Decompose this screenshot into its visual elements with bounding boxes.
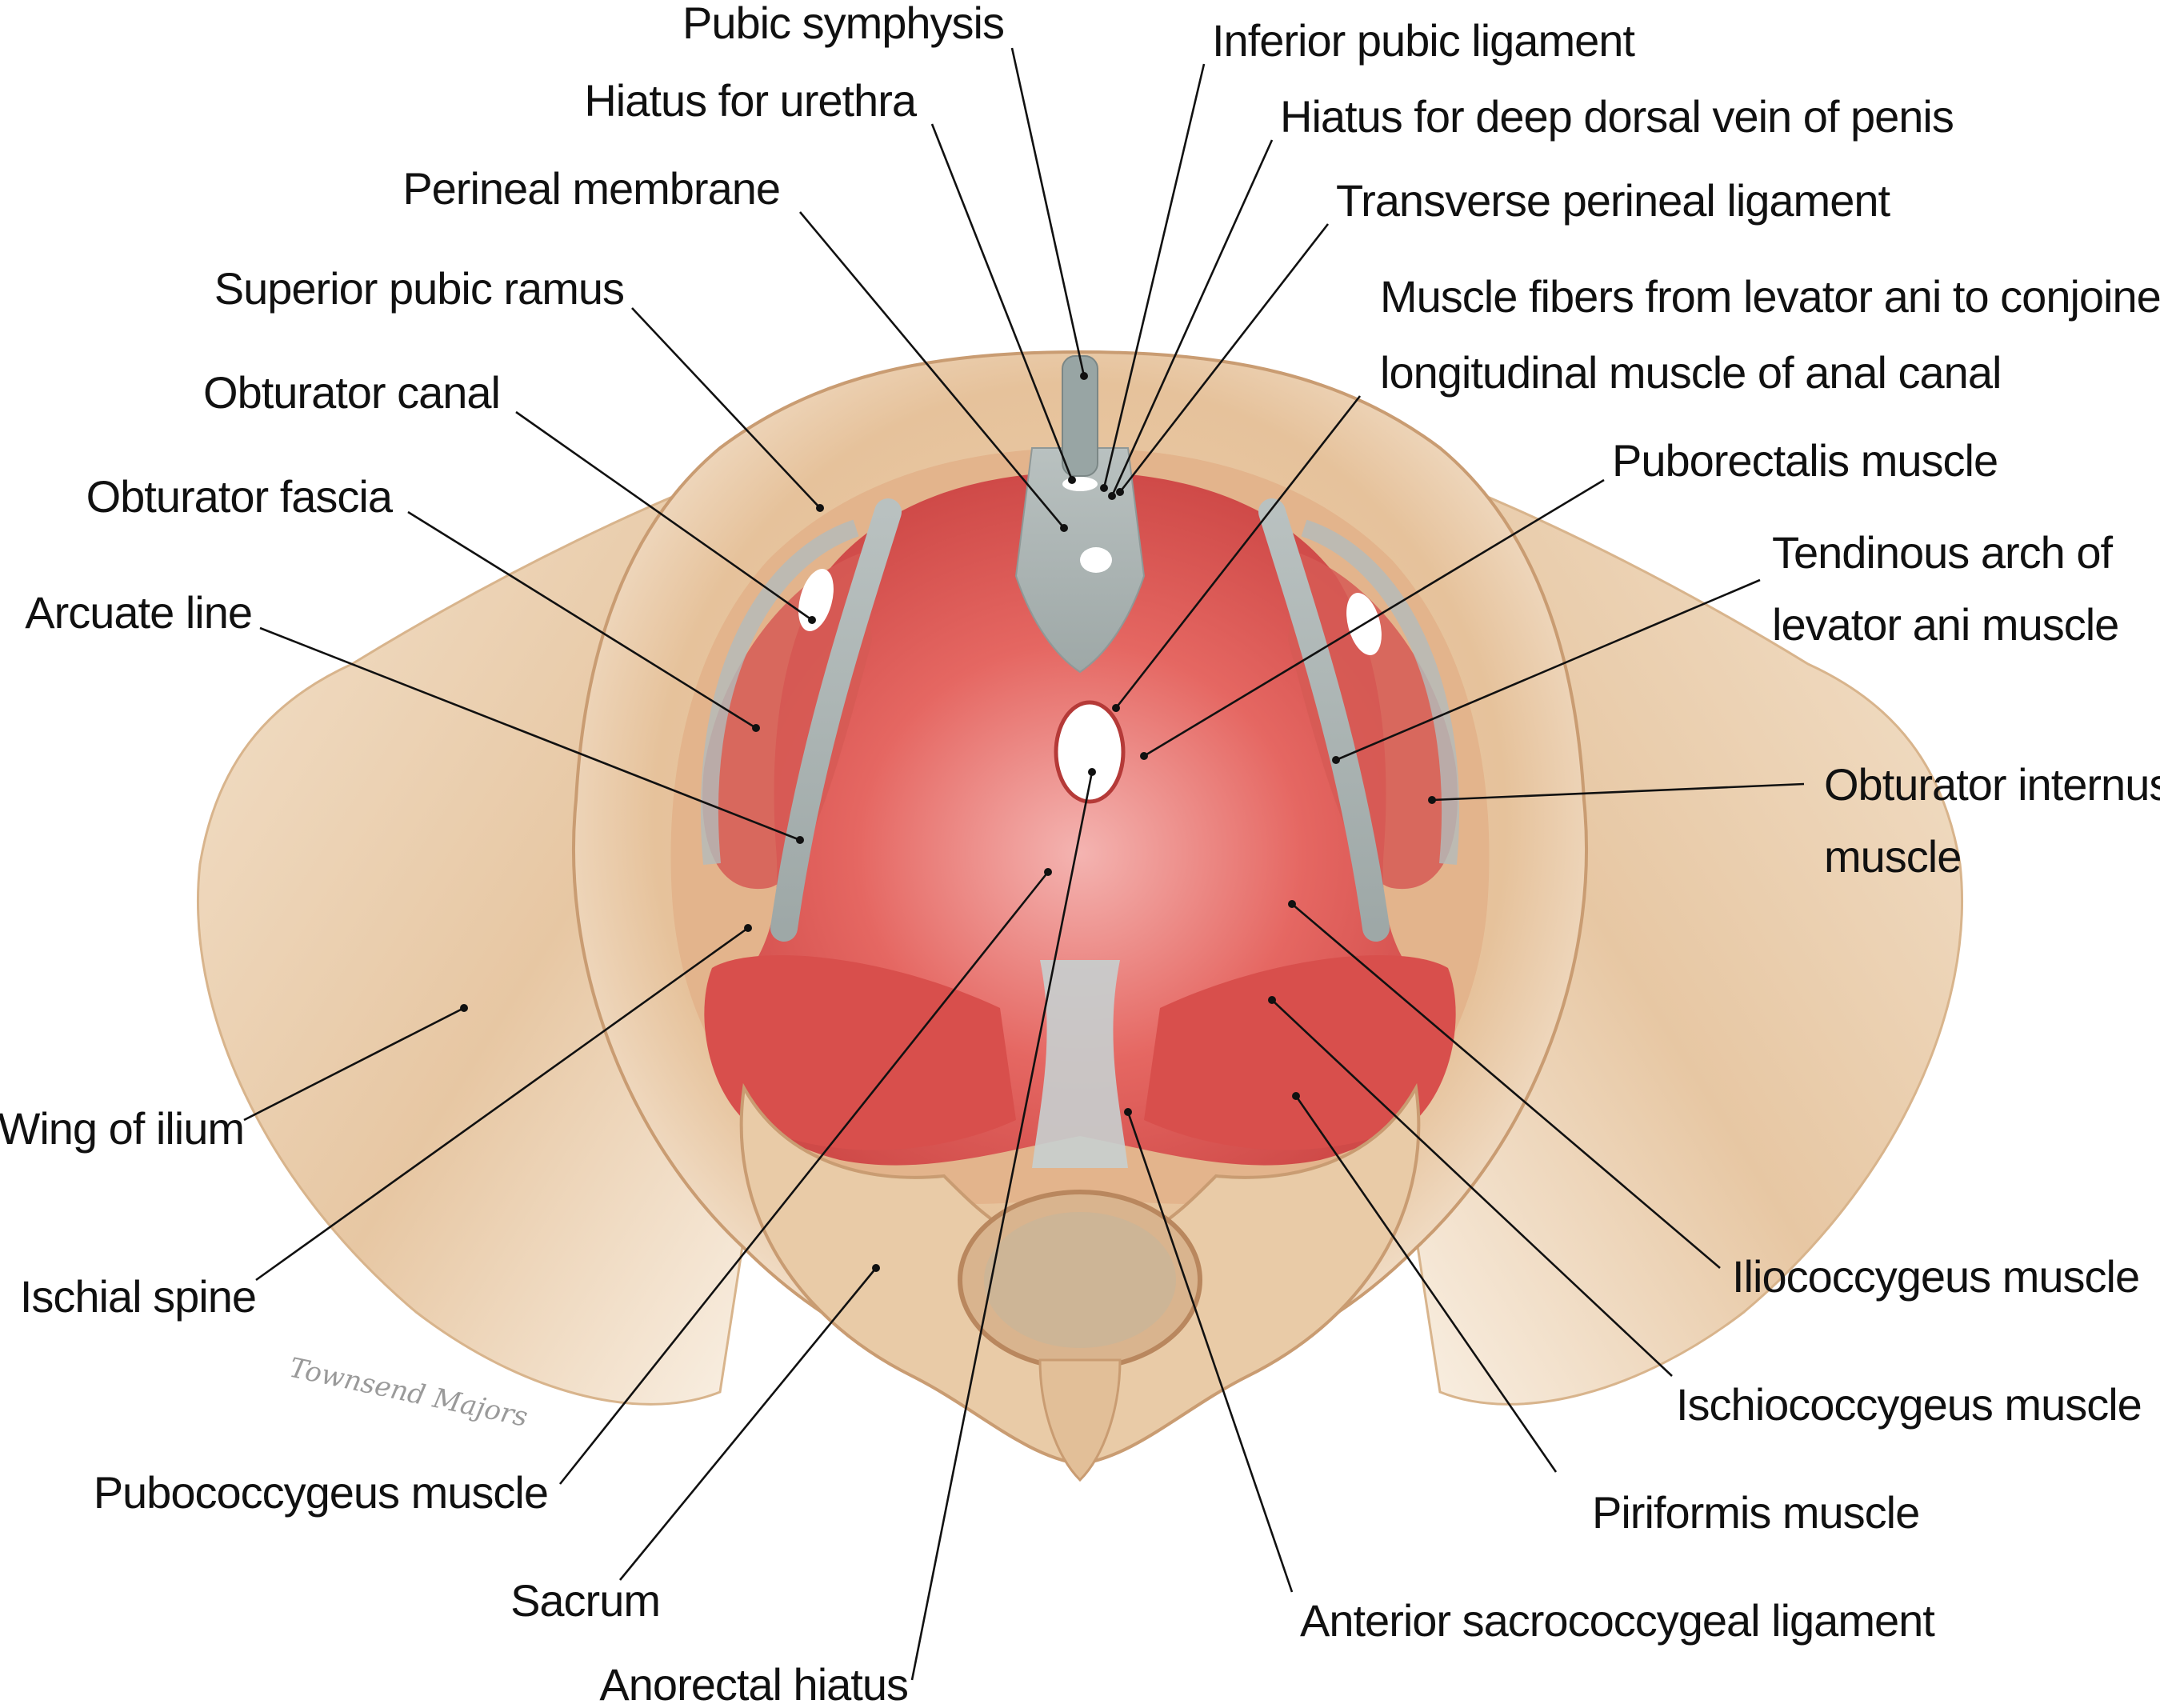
dot-hiatus-dorsal-vein: [1108, 492, 1116, 500]
dot-arcuate-line: [796, 836, 804, 844]
dot-inferior-pubic-ligament: [1100, 484, 1108, 492]
leader-obturator-internus: [1431, 782, 1805, 802]
dot-ischiococcygeus: [1268, 996, 1276, 1004]
label-muscle-fibers-line1: Muscle fibers from levator ani to conjoi…: [1380, 271, 2160, 322]
label-piriformis: Piriformis muscle: [1592, 1487, 1919, 1538]
leader-puborectalis: [1143, 478, 1605, 758]
dot-transverse-perineal: [1116, 488, 1124, 496]
label-pubic-symphysis: Pubic symphysis: [682, 0, 1004, 48]
dot-iliococcygeus: [1288, 900, 1296, 908]
dot-perineal-membrane: [1060, 524, 1068, 532]
dot-pubococcygeus: [1044, 868, 1052, 876]
dot-wing-of-ilium: [460, 1004, 468, 1012]
leader-ischial-spine: [255, 926, 749, 1282]
dot-puborectalis: [1140, 752, 1148, 760]
vertebral-body: [984, 1212, 1176, 1348]
leader-pubic-symphysis: [1010, 47, 1086, 377]
right-obturator-internus: [1288, 552, 1458, 890]
label-ischiococcygeus: Ischiococcygeus muscle: [1676, 1379, 2142, 1430]
left-tendinous-arch: [770, 498, 902, 942]
right-tendinous-arch: [1258, 498, 1390, 942]
dorsal-vein-hiatus: [1062, 477, 1098, 491]
spinous-process: [1038, 1358, 1122, 1482]
label-superior-pubic-ramus: Superior pubic ramus: [214, 263, 624, 314]
label-tendinous-arch-line2: levator ani muscle: [1772, 599, 2118, 650]
leader-anterior-sacrococcygeal: [1126, 1111, 1294, 1593]
label-ischial-spine: Ischial spine: [20, 1271, 256, 1322]
leader-iliococcygeus: [1291, 903, 1721, 1269]
leader-superior-pubic-ramus: [631, 307, 821, 509]
right-obturator-fascia: [1301, 519, 1459, 865]
dot-hiatus-urethra: [1068, 476, 1076, 484]
label-obturator-internus-line1: Obturator internus: [1824, 759, 2160, 810]
left-obturator-internus: [702, 552, 872, 890]
leader-muscle-fibers: [1114, 395, 1362, 709]
label-hiatus-urethra: Hiatus for urethra: [584, 75, 917, 126]
urethra-hiatus: [1080, 547, 1112, 573]
dot-piriformis: [1292, 1092, 1300, 1100]
label-hiatus-dorsal-vein: Hiatus for deep dorsal vein of penis: [1280, 91, 1954, 142]
leader-obturator-fascia: [407, 510, 757, 730]
label-anterior-sacrococcygeal: Anterior sacrococcygeal ligament: [1300, 1595, 1935, 1646]
label-obturator-internus-line2: muscle: [1824, 831, 1961, 882]
dot-anterior-sacrococcygeal: [1124, 1108, 1132, 1116]
leader-ischiococcygeus: [1271, 999, 1673, 1377]
label-pubococcygeus: Pubococcygeus muscle: [94, 1467, 548, 1518]
pelvis-illustration: [197, 350, 1963, 1482]
leader-arcuate-line: [259, 626, 801, 842]
leader-inferior-pubic-ligament: [1102, 63, 1206, 489]
left-coccygeus: [704, 955, 1016, 1150]
label-inferior-pubic-ligament: Inferior pubic ligament: [1212, 15, 1635, 66]
dot-sacrum: [872, 1264, 880, 1272]
leader-piriformis: [1294, 1095, 1558, 1473]
leader-anorectal-hiatus: [910, 771, 1094, 1681]
label-transverse-perineal: Transverse perineal ligament: [1336, 175, 1890, 226]
dot-obturator-fascia: [752, 724, 760, 732]
dot-tendinous-arch: [1332, 756, 1340, 764]
pubic-symphysis-shape: [1062, 355, 1098, 477]
leader-perineal-membrane: [799, 211, 1065, 529]
label-wing-of-ilium: Wing of ilium: [0, 1103, 244, 1154]
leader-tendinous-arch: [1335, 578, 1761, 762]
label-obturator-canal: Obturator canal: [203, 367, 500, 418]
label-sacrum: Sacrum: [510, 1575, 660, 1626]
dot-pubic-symphysis: [1080, 372, 1088, 380]
leader-wing-of-ilium: [243, 1006, 465, 1122]
leader-hiatus-dorsal-vein: [1110, 139, 1274, 497]
label-anorectal-hiatus: Anorectal hiatus: [599, 1659, 908, 1708]
anococcygeal-ligament: [1032, 960, 1128, 1168]
dot-muscle-fibers: [1112, 704, 1120, 712]
dot-superior-pubic-ramus: [816, 504, 824, 512]
leader-transverse-perineal: [1118, 223, 1330, 493]
label-puborectalis: Puborectalis muscle: [1612, 435, 1998, 486]
label-tendinous-arch-line1: Tendinous arch of: [1772, 527, 2114, 578]
leader-hiatus-urethra: [930, 123, 1074, 481]
leader-pubococcygeus: [558, 871, 1050, 1485]
label-muscle-fibers-line2: longitudinal muscle of anal canal: [1380, 347, 2001, 398]
leader-sacrum: [618, 1267, 878, 1581]
label-arcuate-line: Arcuate line: [25, 587, 252, 638]
dot-obturator-internus: [1428, 796, 1436, 804]
artist-signature: Townsend Majors: [286, 1352, 530, 1434]
dot-obturator-canal: [808, 616, 816, 624]
dot-anorectal-hiatus: [1088, 768, 1096, 776]
label-perineal-membrane: Perineal membrane: [402, 163, 780, 214]
anorectal-hiatus-shape: [1054, 700, 1126, 804]
leader-obturator-canal: [515, 410, 813, 622]
leader-lines: [243, 47, 1805, 1681]
label-iliococcygeus: Iliococcygeus muscle: [1732, 1251, 2139, 1302]
dot-ischial-spine: [744, 924, 752, 932]
left-obturator-fascia: [701, 519, 859, 865]
label-obturator-fascia: Obturator fascia: [86, 471, 394, 522]
right-coccygeus: [1144, 955, 1456, 1150]
